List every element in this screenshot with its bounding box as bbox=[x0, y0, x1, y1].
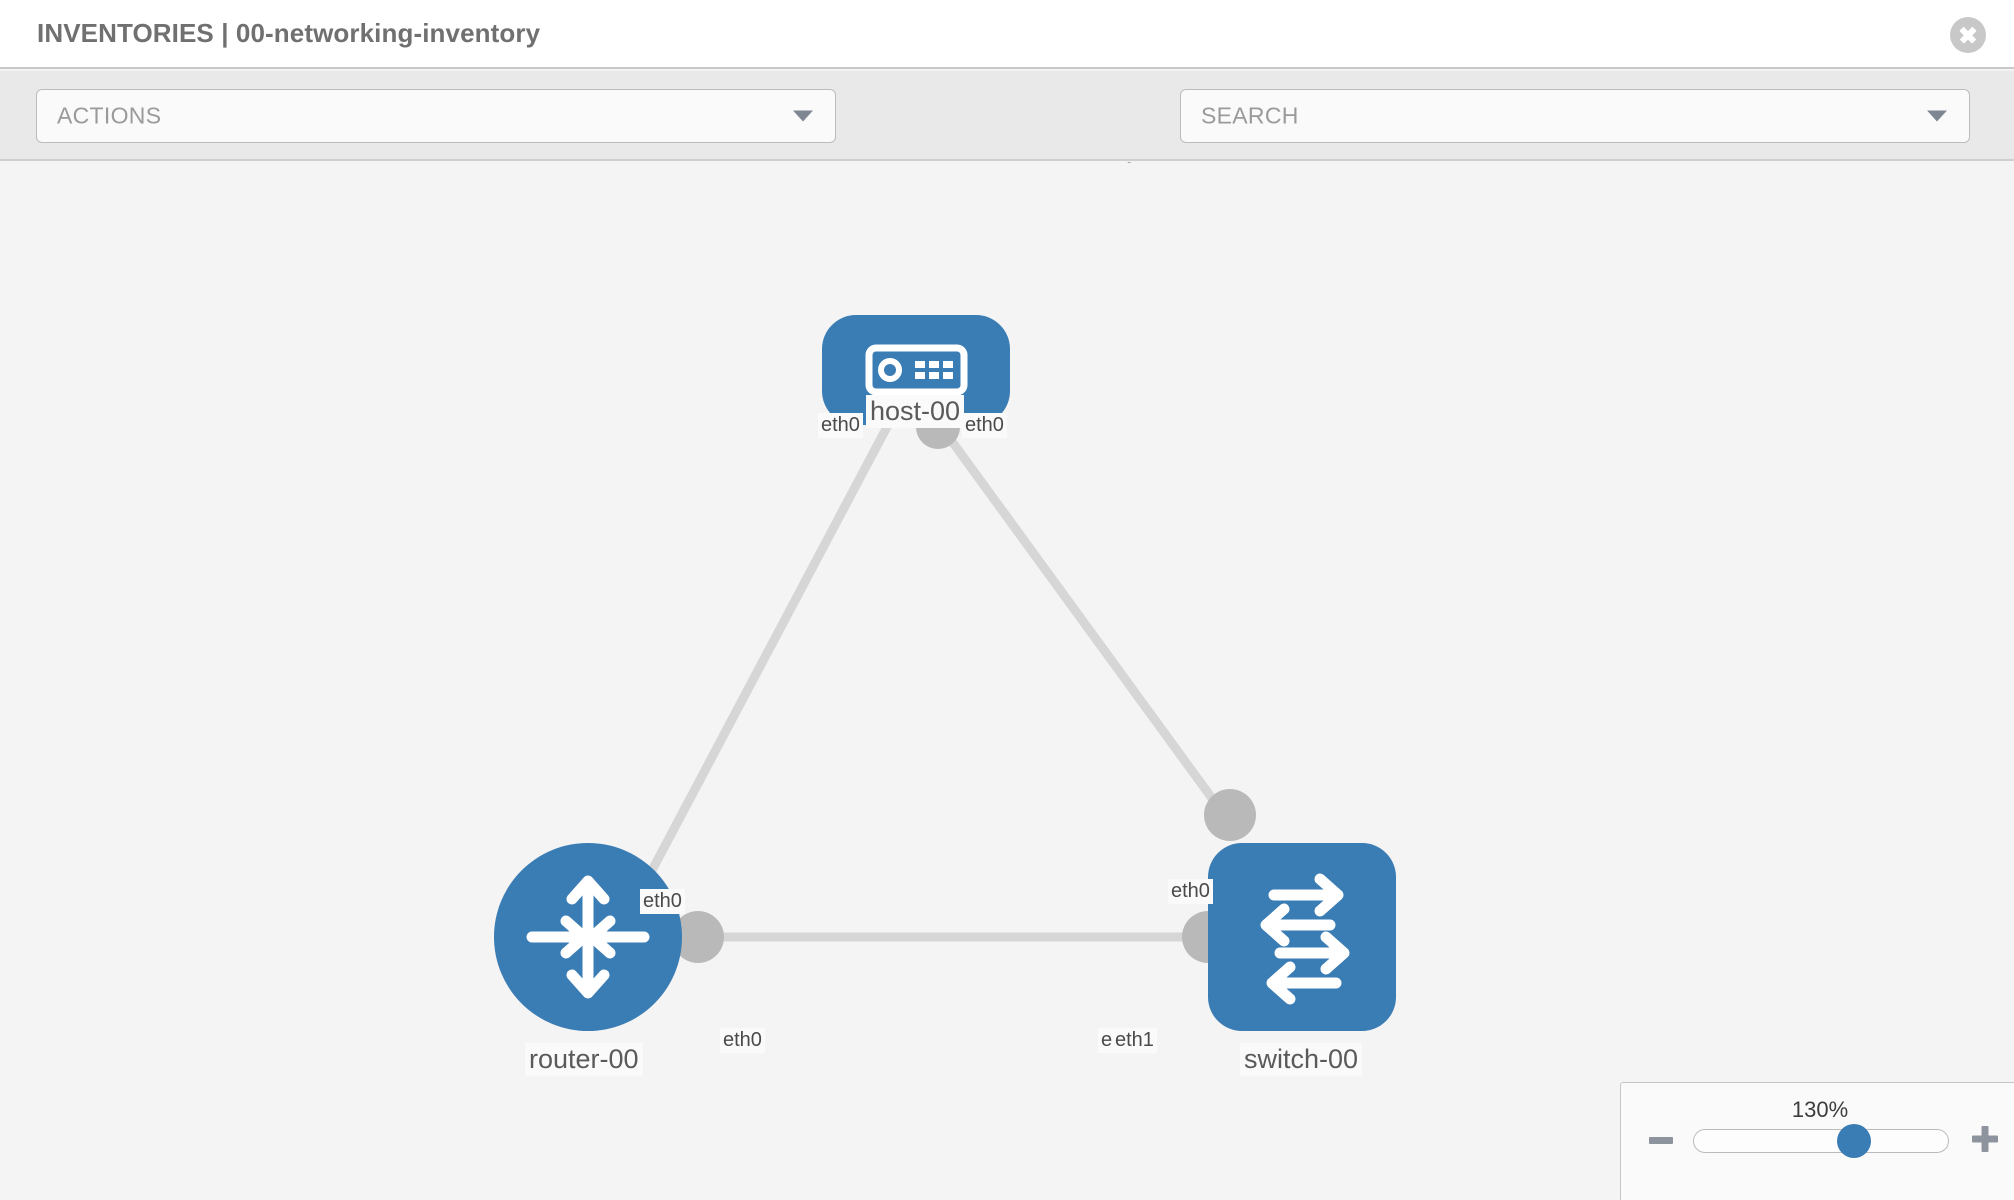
switch-icon bbox=[1260, 873, 1350, 1005]
edge-label-router-eth0-up: eth0 bbox=[640, 889, 685, 914]
edge-label-switch-eth1: eth1 bbox=[1112, 1028, 1157, 1053]
zoom-level-value: 130% bbox=[1791, 1097, 1849, 1122]
node-label-router-00: router-00 bbox=[525, 1043, 643, 1076]
page-header: INVENTORIES | 00-networking-inventory bbox=[0, 0, 2014, 69]
edge-label-switch-eth0-up: eth0 bbox=[1168, 879, 1213, 904]
close-icon[interactable] bbox=[1950, 17, 1986, 53]
page-title: INVENTORIES | 00-networking-inventory bbox=[37, 18, 541, 48]
toolbar: ACTIONS SEARCH bbox=[0, 71, 2014, 202]
search-placeholder: SEARCH bbox=[1201, 102, 1299, 129]
edge-host-router[interactable] bbox=[636, 422, 892, 896]
actions-dropdown[interactable]: ACTIONS bbox=[36, 89, 836, 143]
chevron-down-icon bbox=[1927, 110, 1947, 122]
router-icon bbox=[526, 875, 650, 999]
edge-label-host-eth0-left: eth0 bbox=[818, 413, 863, 438]
node-switch-00[interactable] bbox=[1208, 843, 1396, 1031]
edge-host-switch[interactable] bbox=[936, 422, 1234, 826]
plus-icon[interactable] bbox=[1971, 1125, 1999, 1153]
edge-label-host-eth0-right: eth0 bbox=[962, 413, 1007, 438]
actions-dropdown-label: ACTIONS bbox=[57, 102, 162, 129]
node-router-00[interactable] bbox=[494, 843, 682, 1031]
chevron-down-icon bbox=[793, 110, 813, 122]
search-input[interactable]: SEARCH bbox=[1180, 89, 1970, 143]
zoom-control-panel: 130% bbox=[1620, 1082, 2014, 1200]
zoom-slider[interactable] bbox=[1693, 1124, 1949, 1158]
port-switch-eth0[interactable] bbox=[1204, 789, 1256, 841]
topology-canvas[interactable]: host-00 router-00 switch-00 eth0 eth0 et… bbox=[0, 163, 2014, 1200]
node-label-switch-00: switch-00 bbox=[1240, 1043, 1363, 1076]
topology-edges bbox=[636, 422, 1234, 942]
edge-label-router-eth0-right: eth0 bbox=[720, 1028, 765, 1053]
server-icon bbox=[865, 344, 968, 396]
node-label-host-00: host-00 bbox=[866, 395, 965, 428]
zoom-slider-handle[interactable] bbox=[1837, 1124, 1872, 1158]
minus-icon[interactable] bbox=[1649, 1137, 1673, 1144]
